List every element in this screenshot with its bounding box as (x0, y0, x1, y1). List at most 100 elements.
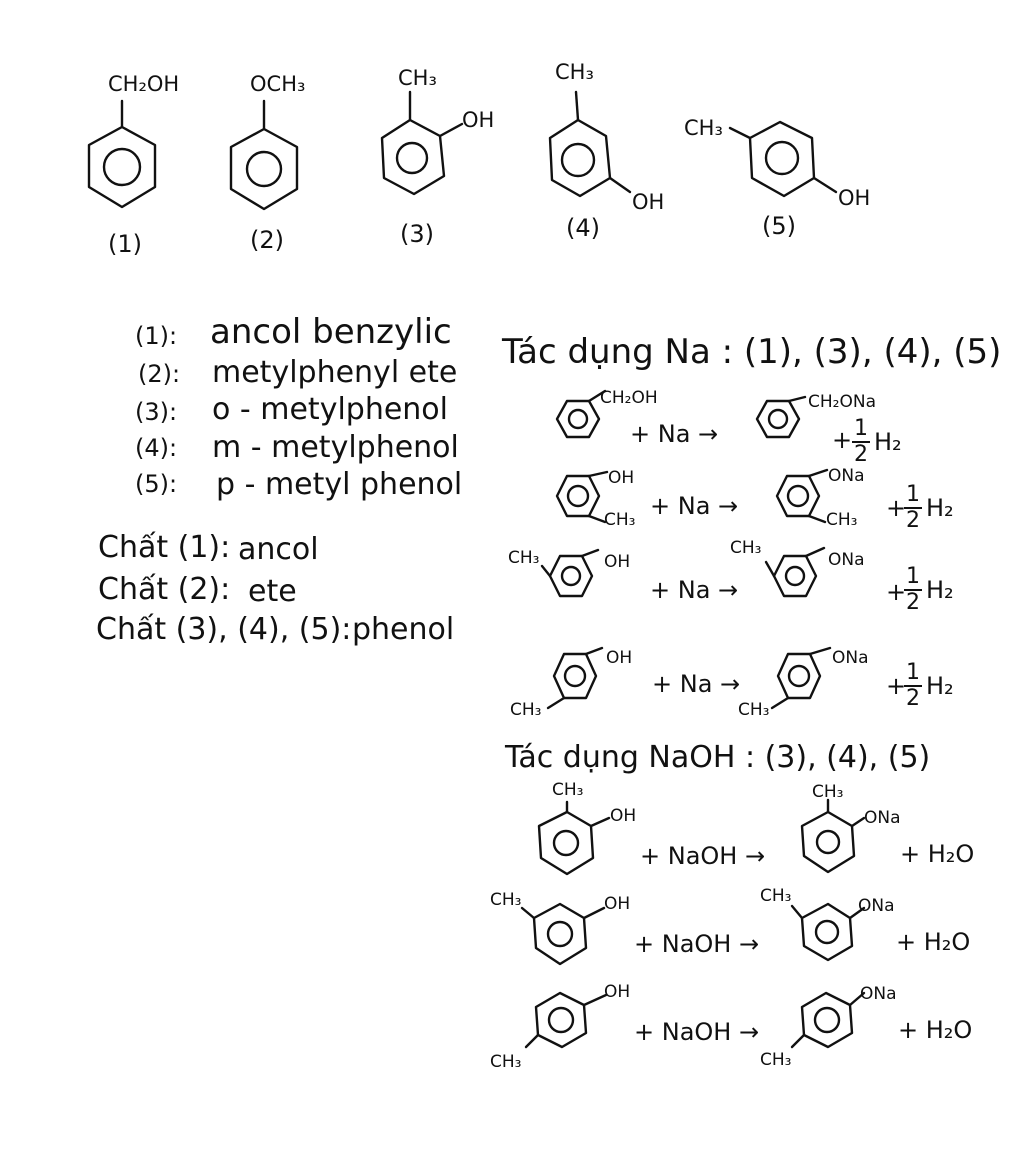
product-h2: H₂ (874, 428, 902, 456)
substituent-ch3: CH₃ (684, 116, 723, 140)
benzene-ring-icon (380, 90, 464, 196)
reaction-reagent: + Na → (652, 670, 741, 698)
structure-number: (1) (108, 230, 142, 258)
group-ch3: CH₃ (738, 700, 770, 720)
group-ch3: CH₃ (490, 890, 522, 910)
plus-sign: + (832, 426, 853, 454)
name-text: o - metylphenol (212, 392, 449, 427)
benzene-ring-icon (790, 902, 866, 962)
benzene-ring-icon (728, 120, 838, 198)
fraction-numerator: 1 (906, 660, 920, 685)
benzene-ring-icon (540, 548, 600, 598)
group-ona: ONa (828, 550, 865, 570)
reaction-reagent: + Na → (630, 420, 719, 448)
benzene-ring-icon (770, 646, 832, 710)
class-value: ete (248, 574, 297, 609)
group-ch3: CH₃ (760, 886, 792, 906)
name-text: m - metylphenol (212, 430, 459, 465)
class-label: Chất (1): (98, 530, 231, 565)
benzene-ring-icon (524, 991, 608, 1049)
plus-sign: + (886, 494, 907, 522)
group-label: CH₂OH (600, 388, 658, 408)
group-ch3: CH₃ (826, 510, 858, 530)
group-ch3: CH₃ (510, 700, 542, 720)
group-ch3: CH₃ (552, 780, 584, 800)
benzene-ring-icon (229, 99, 299, 211)
fraction-denominator: 2 (854, 442, 868, 467)
group-ona: ONa (828, 466, 865, 486)
product-water: + H₂O (900, 840, 975, 868)
fraction-numerator: 1 (906, 482, 920, 507)
benzene-ring-icon (775, 468, 829, 524)
benzene-ring-icon (800, 798, 866, 874)
reaction-reagent: + Na → (650, 576, 739, 604)
substituent-ch2oh: CH₂OH (108, 72, 180, 96)
substituent-oh: OH (462, 108, 495, 132)
benzene-ring-icon (790, 991, 866, 1049)
substituent-oh: OH (838, 186, 871, 210)
benzene-ring-icon (764, 546, 826, 598)
group-label: CH₂ONa (808, 392, 876, 412)
substituent-och3: OCH₃ (250, 72, 306, 96)
name-text: metylphenyl ete (212, 355, 458, 390)
name-number: (5): (135, 470, 178, 498)
fraction-numerator: 1 (906, 564, 920, 589)
group-oh: OH (604, 982, 631, 1002)
group-oh: OH (610, 806, 637, 826)
reaction-reagent: + NaOH → (634, 1018, 760, 1046)
structure-number: (5) (762, 212, 796, 240)
product-water: + H₂O (898, 1016, 973, 1044)
group-ch3: CH₃ (490, 1052, 522, 1072)
class-value: phenol (352, 612, 455, 647)
benzene-ring-icon (548, 90, 632, 198)
name-number: (2): (138, 360, 181, 388)
name-number: (4): (135, 434, 178, 462)
structure-number: (4) (566, 214, 600, 242)
reaction-reagent: + NaOH → (640, 842, 766, 870)
group-oh: OH (604, 894, 631, 914)
half-fraction: 1 2 (904, 566, 922, 614)
group-ch3: CH₃ (508, 548, 540, 568)
plus-sign: + (886, 672, 907, 700)
benzene-ring-icon (537, 800, 611, 876)
benzene-ring-icon (755, 395, 807, 439)
fraction-denominator: 2 (906, 508, 920, 533)
product-h2: H₂ (926, 576, 954, 604)
name-number: (1): (135, 322, 178, 350)
half-fraction: 1 2 (904, 662, 922, 710)
group-ona: ONa (860, 984, 897, 1004)
structure-number: (2) (250, 226, 284, 254)
group-ch3: CH₃ (760, 1050, 792, 1070)
benzene-ring-icon (87, 99, 157, 209)
group-ona: ONa (864, 808, 901, 828)
reaction-reagent: + NaOH → (634, 930, 760, 958)
benzene-ring-icon (555, 470, 609, 524)
product-water: + H₂O (896, 928, 971, 956)
substituent-ch3: CH₃ (555, 60, 594, 84)
naoh-heading: Tác dụng NaOH : (3), (4), (5) (505, 740, 931, 775)
class-label: Chất (3), (4), (5): (96, 612, 352, 647)
half-fraction: 1 2 (852, 418, 870, 466)
structure-number: (3) (400, 220, 434, 248)
name-number: (3): (135, 398, 178, 426)
benzene-ring-icon (520, 902, 606, 966)
group-ch3: CH₃ (730, 538, 762, 558)
class-value: ancol (238, 532, 319, 567)
group-ch3: CH₃ (604, 510, 636, 530)
half-fraction: 1 2 (904, 484, 922, 532)
group-ch3: CH₃ (812, 782, 844, 802)
name-text: ancol benzylic (210, 312, 452, 352)
reaction-reagent: + Na → (650, 492, 739, 520)
plus-sign: + (886, 578, 907, 606)
substituent-ch3: CH₃ (398, 66, 437, 90)
fraction-denominator: 2 (906, 686, 920, 711)
fraction-denominator: 2 (906, 590, 920, 615)
product-h2: H₂ (926, 672, 954, 700)
na-heading: Tác dụng Na : (1), (3), (4), (5) (502, 332, 1002, 372)
group-oh: OH (608, 468, 635, 488)
fraction-numerator: 1 (854, 416, 868, 441)
group-ona: ONa (832, 648, 869, 668)
group-ona: ONa (858, 896, 895, 916)
substituent-oh: OH (632, 190, 665, 214)
benzene-ring-icon (546, 646, 604, 710)
